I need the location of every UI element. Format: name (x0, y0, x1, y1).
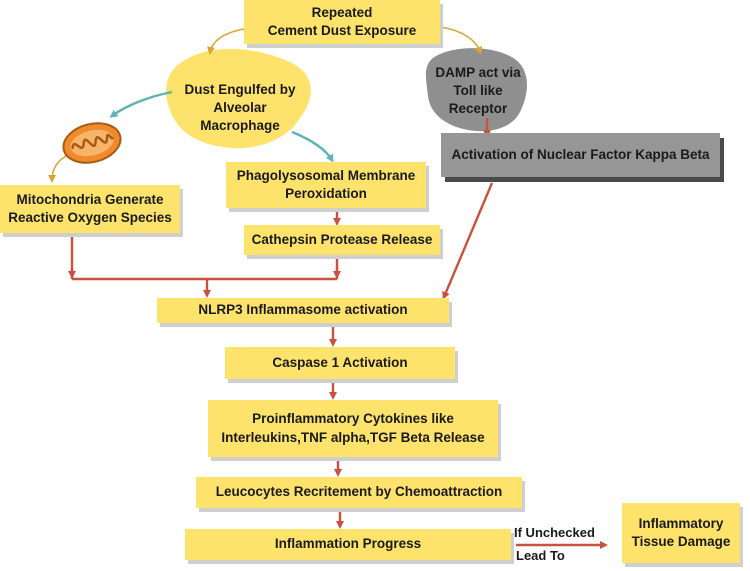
node-caspase1-activation: Caspase 1 Activation (225, 347, 455, 379)
edge-label-lead-to: Lead To (516, 548, 565, 563)
node-inflammatory-tissue-damage: Inflammatory Tissue Damage (622, 503, 740, 563)
node-mitochondria-ros: Mitochondria Generate Reactive Oxygen Sp… (0, 185, 180, 233)
mitochondria-icon (62, 122, 122, 164)
node-inflammation-progress: Inflammation Progress (185, 529, 511, 560)
node-damp-tlr: DAMP act via Toll like Receptor (435, 64, 521, 117)
node-leucocytes-recruitment: Leucocytes Recritement by Chemoattractio… (196, 477, 522, 508)
edge-label-if-unchecked: If Unchecked (514, 525, 595, 540)
arrow-macrophage-to-phago (291, 130, 334, 163)
macrophage-blob (166, 48, 311, 149)
node-proinflammatory-cytokines: Proinflammatory Cytokines like Interleuk… (208, 400, 498, 457)
arrow-exposure-to-macrophage (207, 28, 245, 55)
damp-blob (425, 48, 527, 132)
node-cement-dust-exposure: Repeated Cement Dust Exposure (244, 0, 440, 44)
arrow-exposure-to-damp (439, 26, 483, 55)
arrow-macrophage-to-mitochondria (109, 90, 173, 118)
node-phagolysosomal-peroxidation: Phagolysosomal Membrane Peroxidation (226, 162, 426, 208)
arrow-nfkb-to-nlrp3 (442, 182, 494, 300)
node-cathepsin-release: Cathepsin Protease Release (244, 225, 440, 255)
arrow-mitochondria-to-mito-box (48, 155, 67, 183)
node-macrophage: Dust Engulfed by Alveolar Macrophage (184, 81, 296, 134)
node-nfkb-activation: Activation of Nuclear Factor Kappa Beta (441, 133, 720, 177)
node-nlrp3-activation: NLRP3 Inflammasome activation (157, 298, 449, 323)
